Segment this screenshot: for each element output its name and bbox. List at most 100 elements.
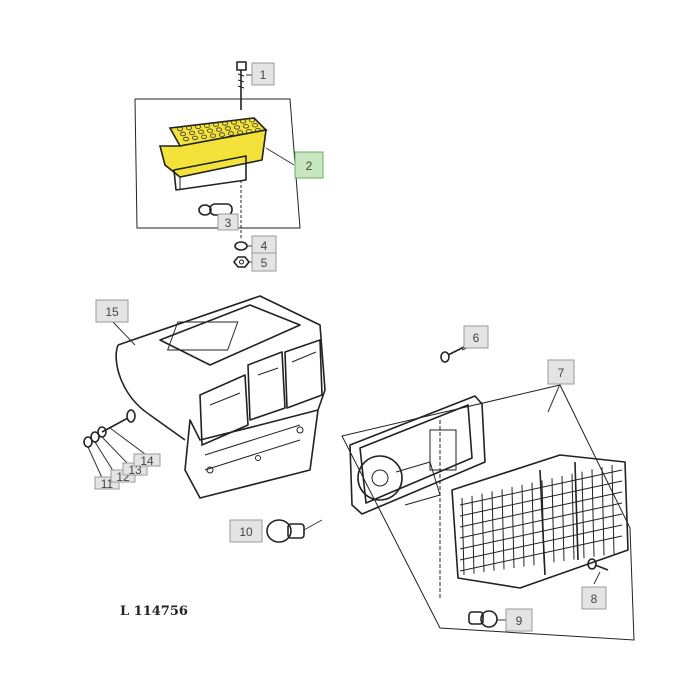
callout-2: 2 [294,151,324,179]
callout-number: 14 [140,454,154,468]
lens-texture-line [459,524,623,561]
screw-part-8 [587,558,609,571]
connector-pin [224,126,231,131]
connector-pin [206,128,213,133]
lens-texture-line [459,502,623,539]
lens-texture-line [459,513,623,550]
callout-number: 2 [306,159,313,173]
callout-box [547,359,575,385]
lens-texture-line [571,473,575,560]
callout-box [581,586,607,610]
callout-4: 4 [251,235,277,255]
connector-pin [176,126,183,132]
lens-texture-line [511,486,515,569]
callout-9: 9 [505,608,533,632]
callout-6: 6 [463,325,489,349]
connector-pin [242,124,249,129]
callout-number: 4 [261,239,268,253]
callout-10: 10 [229,519,263,543]
lamp-unit-frame-part-7 [341,384,635,641]
lamp-carrier [349,395,486,600]
screw-part-6 [440,345,467,363]
callout-box [133,453,161,467]
connector-pin [191,135,198,141]
callout-number: 5 [261,256,268,270]
lens-texture-line [459,491,623,528]
connector-pin [185,125,192,131]
connector-pin [227,131,234,136]
screw-part-14 [101,409,146,455]
figure-reference-number: L 114756 [120,604,188,619]
connector-pin [197,129,204,134]
lens-texture-line [459,535,623,572]
callout-3: 3 [217,213,239,231]
connector-pin [182,136,189,142]
callout-7: 7 [547,359,575,385]
lens-texture-line [551,478,555,563]
callout-number: 11 [101,477,114,491]
callout-box [294,151,324,179]
connector-pin [239,119,246,124]
callout-box [95,299,129,323]
lens-part-7 [451,454,629,589]
nut-part-5 [233,256,250,268]
connector-pin [188,130,195,136]
lens-texture-line [541,480,545,564]
connector-pin [221,121,228,126]
lens-texture-line [521,484,525,567]
callout-box [463,325,489,349]
callout-number: 1 [260,68,267,82]
lens-texture-line [461,497,465,576]
connector-pin [245,129,252,134]
callout-number: 15 [105,305,119,319]
connector-pin [248,117,255,123]
lens-texture-line [611,464,615,555]
connector-pin [200,134,207,139]
lens-texture-line [531,482,535,566]
screw-part-1 [236,61,247,110]
connector-pin [233,125,240,130]
callout-number: 7 [558,366,565,380]
connector-pin [236,130,243,135]
connector-pin [251,122,258,128]
callout-box [217,213,239,231]
callout-number: 9 [516,614,523,628]
connector-pin [212,122,219,127]
connector-pin [215,127,222,132]
connector-pin [230,120,237,125]
connector-pin [179,131,186,137]
callout-1: 1 [251,62,275,86]
connector-pin [218,132,225,137]
callout-number: 6 [473,331,480,345]
callout-number: 8 [591,592,598,606]
callout-14: 14 [133,453,161,468]
callout-number: 10 [239,525,253,539]
callout-box [229,519,263,543]
lens-texture-line [501,489,505,570]
callout-15: 15 [95,299,129,323]
bulb-part-10 [266,519,323,543]
washer-part-11 [83,436,104,481]
lamp-housing-part-15 [115,295,326,499]
connector-assembly-frame [134,98,301,229]
lens-texture-line [581,471,585,559]
callout-number: 3 [225,216,232,230]
connector-pin [209,133,216,138]
callout-box [251,252,277,272]
leader-lines [112,74,601,621]
connector-pin [203,123,210,128]
connector-pin [254,127,261,133]
callout-8: 8 [581,586,607,610]
connector-housing-part-2 [158,117,268,191]
lens-texture-line [601,467,605,556]
callout-box [251,62,275,86]
lens-texture-line [591,469,595,557]
bulb-part-9 [468,610,498,628]
connector-pin [194,124,201,129]
callout-box [505,608,533,632]
callout-5: 5 [251,252,277,272]
washer-part-13 [97,426,131,467]
lens-texture-line [459,469,623,506]
